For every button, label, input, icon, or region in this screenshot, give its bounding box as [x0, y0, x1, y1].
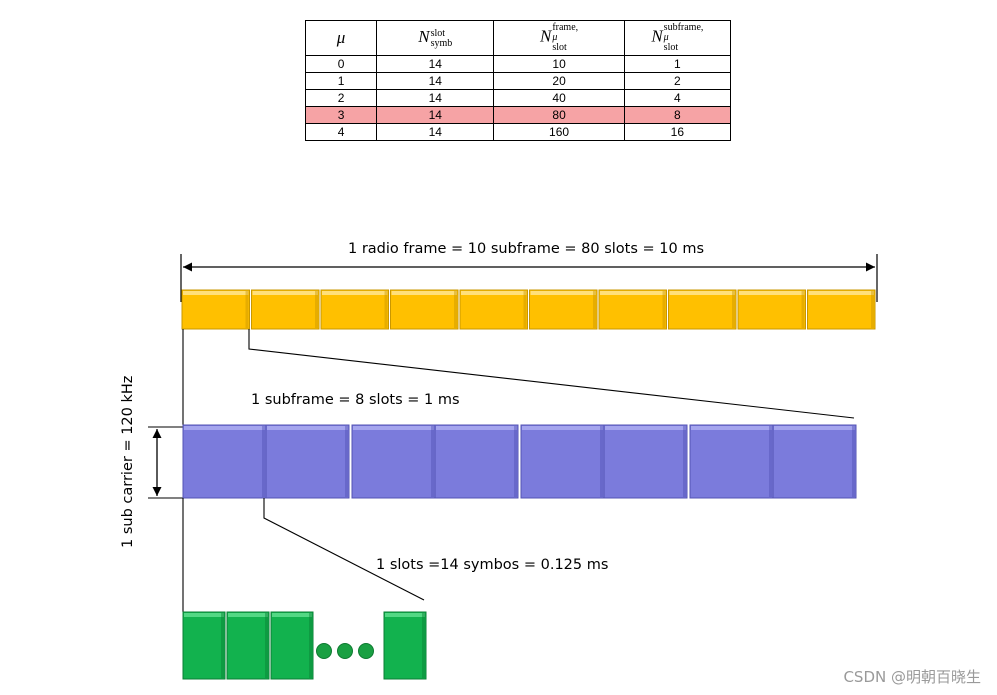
ellipsis-dot	[358, 643, 374, 659]
cell-mu: 3	[304, 106, 378, 124]
cell-symb: 14	[376, 123, 495, 141]
cell-subframe: 8	[623, 106, 732, 124]
watermark: CSDN @明朝百晓生	[843, 668, 981, 686]
cell-frame: 40	[493, 89, 625, 107]
zoom-line-right	[263, 498, 425, 601]
subframe-label: 1 subframe = 8 slots = 1 ms	[251, 392, 460, 408]
subcarrier-dimension	[148, 426, 183, 499]
slot-block	[434, 424, 519, 499]
cell-symb: 14	[376, 72, 495, 90]
radio-frame-label: 1 radio frame = 10 subframe = 80 slots =…	[348, 241, 704, 257]
slot-block	[351, 424, 436, 499]
subframe-block	[181, 289, 250, 330]
symbol-block	[226, 611, 270, 680]
slot-block	[265, 424, 350, 499]
zoom-line-right	[248, 329, 855, 419]
slot-block	[603, 424, 688, 499]
subframe-block	[390, 289, 459, 330]
subframe-block	[251, 289, 320, 330]
subframe-block	[598, 289, 667, 330]
subframe-block	[668, 289, 737, 330]
slot-row	[182, 424, 857, 499]
slot-zoom-connectors	[182, 498, 425, 612]
ellipsis-dot	[337, 643, 353, 659]
subframe-block	[529, 289, 598, 330]
symbol-block	[182, 611, 226, 680]
subframe-row	[181, 289, 876, 330]
radio-frame-span	[180, 254, 878, 302]
ellipsis-dot	[316, 643, 332, 659]
slot-block	[182, 424, 267, 499]
slot-label: 1 slots =14 symbos = 0.125 ms	[376, 557, 608, 573]
cell-frame: 160	[493, 123, 625, 141]
symbol-block	[270, 611, 314, 680]
cell-subframe: 16	[623, 123, 732, 141]
slot-block	[772, 424, 857, 499]
subframe-zoom-connectors	[182, 329, 855, 425]
subframe-block	[737, 289, 806, 330]
slot-block	[520, 424, 605, 499]
symbol-block	[383, 611, 427, 680]
slot-block	[689, 424, 774, 499]
subframe-block	[320, 289, 389, 330]
cell-mu: 4	[304, 123, 378, 141]
symbol-row	[182, 611, 427, 680]
subframe-block	[807, 289, 876, 330]
subframe-block	[459, 289, 528, 330]
subcarrier-label: 1 sub carrier = 120 kHz	[120, 376, 136, 548]
